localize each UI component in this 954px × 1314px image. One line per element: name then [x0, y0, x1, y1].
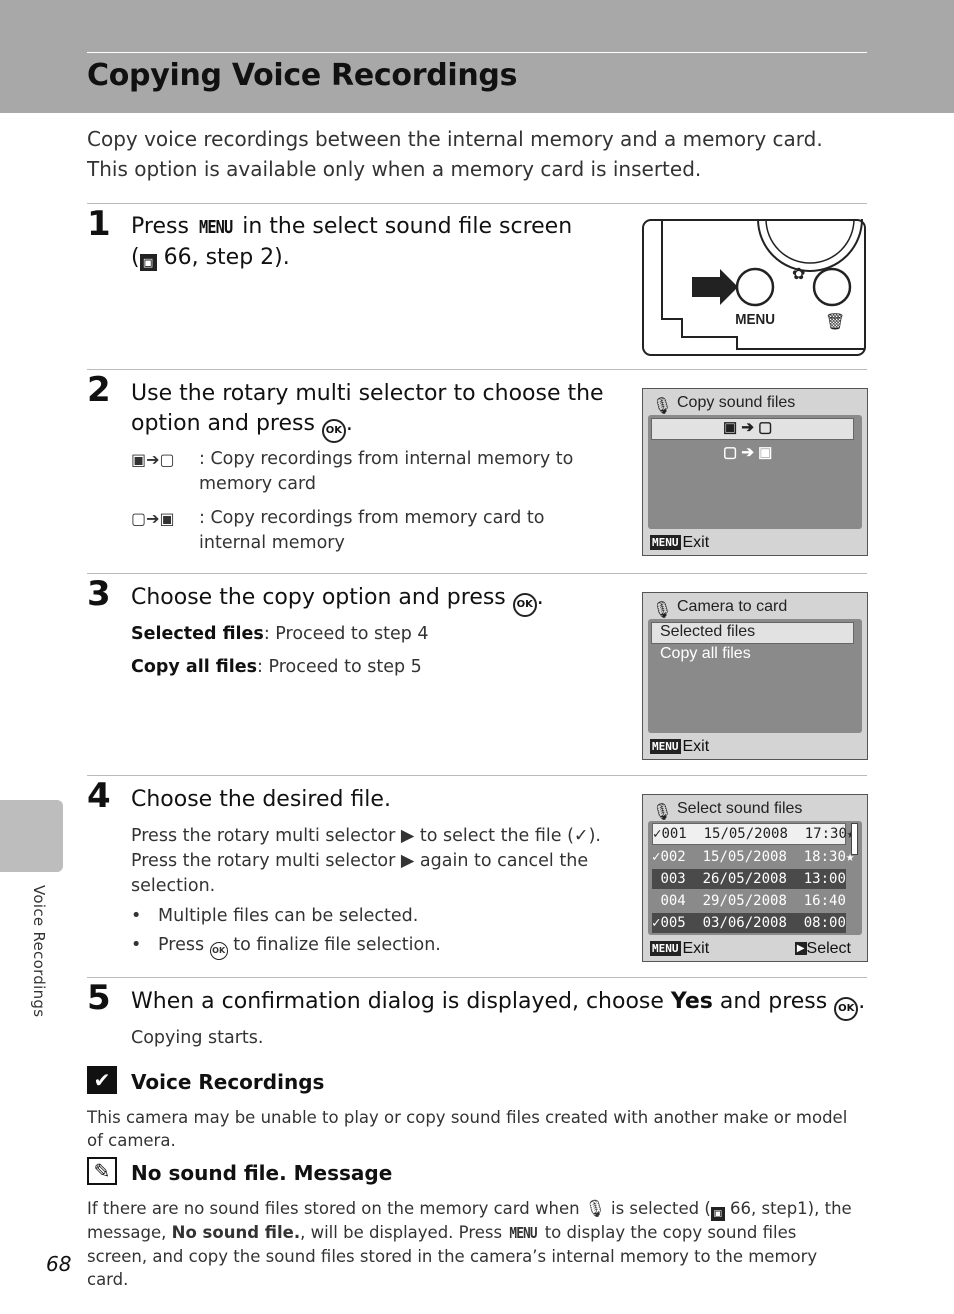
selected-option-row[interactable]: [651, 418, 854, 440]
page-header: Copying Voice Recordings: [0, 0, 954, 113]
right-arrow-icon: ▶: [794, 942, 807, 955]
step-number: 4: [87, 776, 111, 816]
file-row[interactable]: ✓002 15/05/2008 18:30★: [652, 849, 855, 865]
step-number: 1: [87, 204, 111, 244]
page-number: 68: [46, 1252, 72, 1276]
step-3-title: Choose the copy option and press OK.: [131, 583, 611, 617]
voice-mic-icon: 🎙: [584, 1199, 606, 1218]
options-panel: ▣ ➔ ▢ ▢ ➔ ▣: [648, 415, 862, 529]
pencil-note-icon: ✎: [87, 1157, 117, 1185]
ok-icon: OK: [321, 419, 346, 443]
option-selected-files: Selected files: Proceed to step 4: [131, 624, 429, 644]
menu-icon: MENU: [650, 739, 681, 754]
screen-title: Select sound files: [677, 800, 803, 817]
voice-mic-icon: 🎙: [652, 398, 673, 415]
bullet-item: • Press OK to finalize file selection.: [131, 933, 601, 960]
camera-illustration: ✿ 🗑 MENU: [642, 166, 866, 356]
option-copy-all-files: Copy all files: Proceed to step 5: [131, 657, 422, 677]
step-2-option-2: ▢➔▣ : Copy recordings from memory card t…: [131, 508, 545, 553]
divider: [87, 977, 867, 978]
ok-icon: OK: [209, 942, 228, 960]
menu-icon: MENU: [198, 217, 233, 238]
internal-to-card-icon: ▣➔▢: [131, 450, 175, 469]
right-arrow-icon: ▶: [400, 851, 415, 871]
step-4-instructions: Press the rotary multi selector ▶ to sel…: [131, 826, 601, 896]
note-body: If there are no sound files stored on th…: [87, 1199, 852, 1289]
section-tab: [0, 800, 63, 872]
step-5-body: Copying starts.: [131, 1028, 264, 1048]
file-row[interactable]: ✓005 03/06/2008 08:00: [652, 913, 846, 933]
ok-icon: OK: [834, 997, 859, 1021]
menu-icon: MENU: [509, 1224, 538, 1242]
screen-title: Copy sound files: [677, 394, 796, 411]
options-panel: Selected files Copy all files: [648, 619, 862, 733]
step-4-bullets: • Multiple files can be selected. • Pres…: [131, 904, 601, 960]
divider: [87, 775, 867, 776]
internal-to-card-option[interactable]: ▣ ➔ ▢: [723, 419, 773, 436]
file-row[interactable]: 003 26/05/2008 13:00: [652, 869, 846, 889]
step-2-title: Use the rotary multi selector to choose …: [131, 379, 611, 443]
voice-mic-icon: 🎙: [652, 602, 673, 619]
copy-all-files-option[interactable]: Copy all files: [660, 645, 751, 662]
file-row[interactable]: ✓001 15/05/2008 17:30★: [652, 823, 855, 845]
camera-back-svg: ✿ 🗑: [642, 166, 866, 356]
note-title: Voice Recordings: [131, 1070, 325, 1094]
screen-title: Camera to card: [677, 598, 788, 615]
step-1-title: Press MENU in the select sound file scre…: [131, 214, 573, 271]
header-rule: [87, 52, 867, 53]
step-number: 5: [87, 978, 111, 1018]
selected-files-option[interactable]: Selected files: [660, 623, 756, 640]
select-sound-files-screen: 🎙Select sound files ✓001 15/05/2008 17:3…: [642, 794, 868, 962]
card-to-internal-icon: ▢➔▣: [131, 509, 175, 528]
right-arrow-icon: ▶: [400, 826, 415, 846]
step-2-option-1: ▣➔▢ : Copy recordings from internal memo…: [131, 449, 574, 494]
file-list-panel: ✓001 15/05/2008 17:30★ ✓002 15/05/2008 1…: [648, 821, 862, 935]
caution-check-icon: ✔: [87, 1066, 117, 1094]
menu-icon: MENU: [650, 535, 681, 550]
voice-mic-icon: 🎙: [652, 804, 673, 821]
check-icon: ✓: [573, 826, 589, 846]
page-ref-icon: ▣: [139, 254, 157, 271]
page-title: Copying Voice Recordings: [87, 58, 518, 93]
step-5-title: When a confirmation dialog is displayed,…: [131, 987, 871, 1021]
camera-to-card-screen: 🎙Camera to card Selected files Copy all …: [642, 592, 868, 760]
section-label: Voice Recordings: [30, 885, 48, 1018]
page-ref-icon: ▣: [710, 1207, 725, 1221]
select-hint: ▶Select: [794, 940, 851, 957]
divider: [87, 369, 867, 370]
bullet-item: • Multiple files can be selected.: [131, 906, 419, 926]
step-4-title: Choose the desired file.: [131, 787, 391, 812]
card-to-internal-option[interactable]: ▢ ➔ ▣: [723, 444, 773, 461]
note-body: This camera may be unable to play or cop…: [87, 1108, 848, 1150]
step-number: 3: [87, 574, 111, 614]
divider: [87, 203, 867, 204]
scrollbar[interactable]: [851, 823, 858, 855]
svg-text:✿: ✿: [792, 264, 805, 283]
file-row[interactable]: 004 29/05/2008 16:40: [660, 893, 846, 909]
intro-text: Copy voice recordings between the intern…: [87, 127, 823, 181]
ok-icon: OK: [512, 593, 537, 617]
menu-icon: MENU: [650, 941, 681, 956]
menu-button-label: MENU: [735, 311, 775, 328]
svg-text:🗑: 🗑: [825, 312, 845, 331]
divider: [87, 573, 867, 574]
note-title: No sound file. Message: [131, 1161, 393, 1185]
selected-option-row[interactable]: [651, 622, 854, 644]
step-number: 2: [87, 370, 111, 410]
